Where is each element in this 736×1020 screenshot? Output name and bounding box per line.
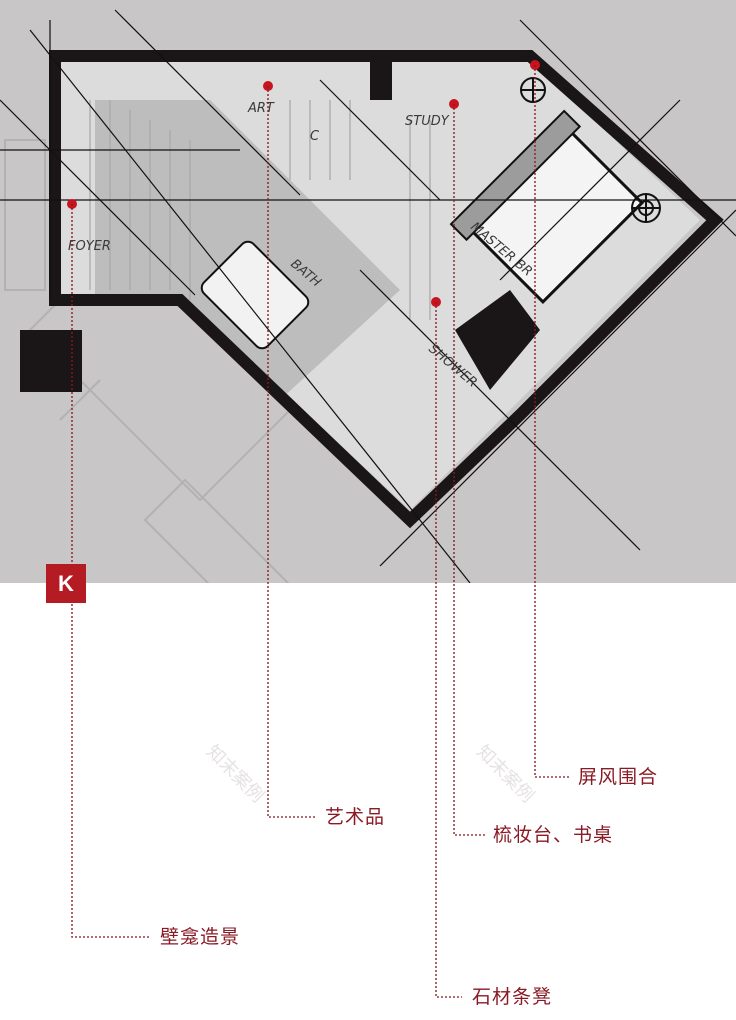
callout-art: 艺术品 (325, 806, 386, 828)
label-c: C (310, 129, 320, 144)
section-badge: K (46, 564, 86, 603)
callout-niche: 壁龛造景 (160, 926, 241, 948)
watermark: 知末案例 (472, 741, 538, 807)
label-art: ART (247, 101, 275, 116)
floor-plan-drawing: ART C STUDY MASTER BR FOYER BATH SHOWER (0, 9, 736, 583)
floor-plan-area: ART C STUDY MASTER BR FOYER BATH SHOWER (0, 0, 736, 583)
marker-screen (530, 60, 540, 70)
marker-vanity (449, 99, 459, 109)
marker-bench (431, 297, 441, 307)
label-foyer: FOYER (68, 239, 111, 254)
marker-art (263, 81, 273, 91)
callout-bench: 石材条凳 (472, 986, 553, 1008)
callout-screen: 屏风围合 (578, 766, 659, 788)
watermark: 知末案例 (202, 741, 268, 807)
label-study: STUDY (405, 114, 450, 129)
marker-niche (67, 199, 77, 209)
callout-vanity: 梳妆台、书桌 (493, 824, 614, 846)
